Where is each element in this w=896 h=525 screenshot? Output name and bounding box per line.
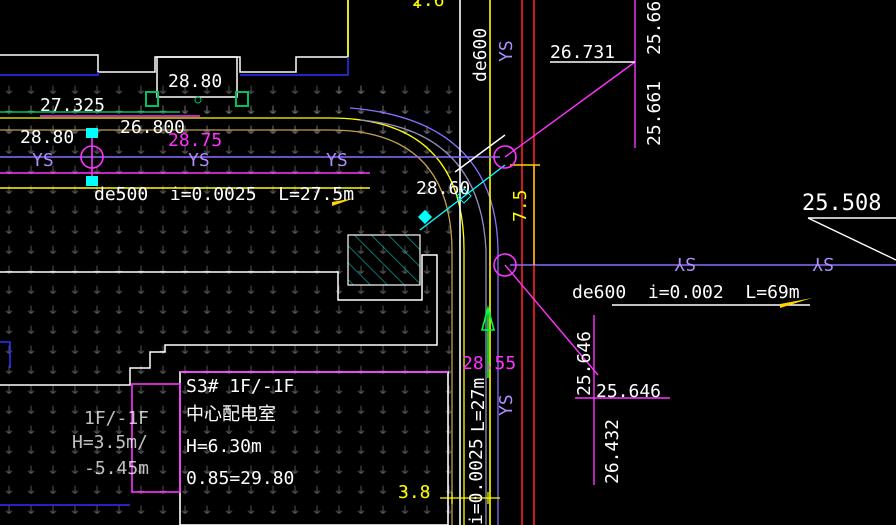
- manholes: [80, 133, 517, 277]
- room-height: H=6.30m: [186, 436, 262, 457]
- pipe-code-sy-b: SY: [812, 253, 834, 274]
- level-28-75: 28.75: [168, 130, 222, 151]
- pipe-code-ys-mid: YS: [188, 150, 210, 171]
- pipe-spec-left: de500 i=0.0025 L=27.5m: [94, 184, 354, 205]
- pipe-code-ys-vert-top: YS: [496, 40, 517, 62]
- level-28-60: 28.60: [416, 178, 470, 199]
- hatched-box: [347, 234, 421, 286]
- level-27-325: 27.325: [40, 95, 105, 116]
- manhole-bottom[interactable]: [493, 253, 517, 277]
- pipe-code-ys-right: YS: [326, 150, 348, 171]
- pipe-spec-right: de600 i=0.002 L=69m: [572, 282, 800, 303]
- pipe-length-27m: L=27m: [468, 378, 489, 432]
- dimension-3-8-label: 3.8: [398, 482, 431, 503]
- highlight-ticks: [332, 198, 812, 308]
- level-26-731: 26.731: [550, 42, 615, 63]
- level-25-66: 25.66: [644, 1, 665, 55]
- left-room-height: H=3.5m/: [72, 432, 148, 453]
- level-26-432: 26.432: [602, 419, 623, 484]
- left-room-floors: 1F/-1F: [84, 408, 149, 429]
- pipe-code-ys-left: YS: [32, 150, 54, 171]
- pipe-code-sy-a: SY: [674, 253, 696, 274]
- room-elevation: 0.85=29.80: [186, 468, 294, 489]
- dimension-7-5: 7.5: [510, 189, 531, 222]
- level-28-55: 28.55: [462, 353, 516, 374]
- level-25-661: 25.661: [644, 81, 665, 146]
- ground-hatch: [0, 78, 460, 525]
- arrow-north: [480, 304, 496, 378]
- dimension-3-8: [440, 492, 500, 504]
- road-curves: [0, 107, 499, 525]
- dimension-2-6-top: 2.6: [412, 0, 445, 11]
- room-title: S3# 1F/-1F: [186, 376, 294, 397]
- markers: [86, 91, 472, 225]
- level-25-646-rotated: 25.646: [574, 331, 595, 396]
- room-name: 中心配电室: [186, 404, 276, 425]
- pipes: [0, 0, 896, 485]
- level-28-80-box: 28.80: [168, 71, 222, 92]
- pipe-size-de600-vert: de600: [470, 28, 491, 82]
- level-26-800: 26.800: [120, 117, 185, 138]
- level-25-508: 25.508: [802, 191, 881, 216]
- blue-outline: [0, 57, 349, 506]
- level-28-80-left: 28.80: [20, 127, 74, 148]
- left-room-depth: -5.45m: [84, 458, 149, 479]
- slope-i-0-0025-vert: i=0.0025: [466, 438, 487, 525]
- level-25-646: 25.646: [596, 381, 661, 402]
- room-outline: [131, 371, 449, 525]
- manhole-top[interactable]: [493, 145, 517, 169]
- pipe-code-ys-vert-low: YS: [496, 394, 517, 416]
